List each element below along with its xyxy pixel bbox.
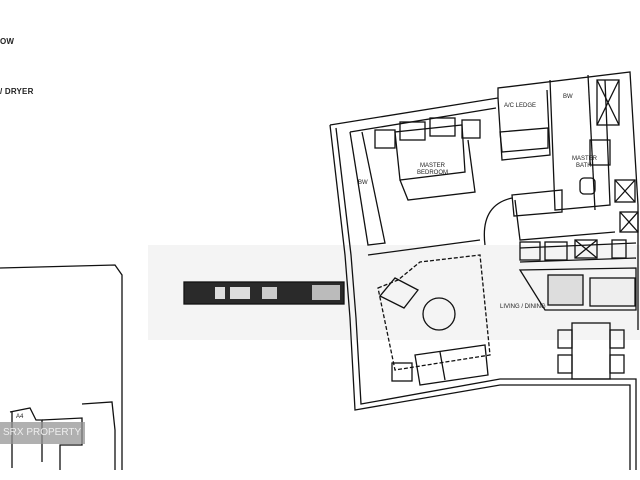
label-bw-top: BW — [563, 94, 573, 100]
living-furniture — [377, 254, 491, 386]
wardrobe-bottom — [511, 189, 563, 217]
label-bw-left: BW — [358, 180, 368, 186]
watermark: SRX PROPERTY — [0, 422, 85, 444]
bed — [374, 117, 481, 201]
bath-fixtures — [579, 79, 639, 233]
door-swing — [483, 197, 513, 246]
label-ac-ledge: A/C LEDGE — [504, 103, 536, 109]
legend-line-dryer: / DRYER — [0, 87, 34, 96]
kitchen-counter — [519, 239, 636, 307]
label-master-bedroom-1: MASTER — [420, 163, 446, 169]
label-living-dining: LIVING / DINING — [500, 304, 546, 310]
label-master-bath-2: BATH — [576, 163, 592, 169]
dining-table — [557, 322, 625, 380]
label-master-bedroom-2: BEDROOM — [417, 170, 448, 176]
wardrobe-top — [499, 127, 549, 153]
keyplan-unit-label: A4 — [16, 414, 24, 420]
walls — [329, 71, 639, 470]
label-master-bath-1: MASTER — [572, 156, 598, 162]
legend-line-window: OW — [0, 37, 15, 46]
